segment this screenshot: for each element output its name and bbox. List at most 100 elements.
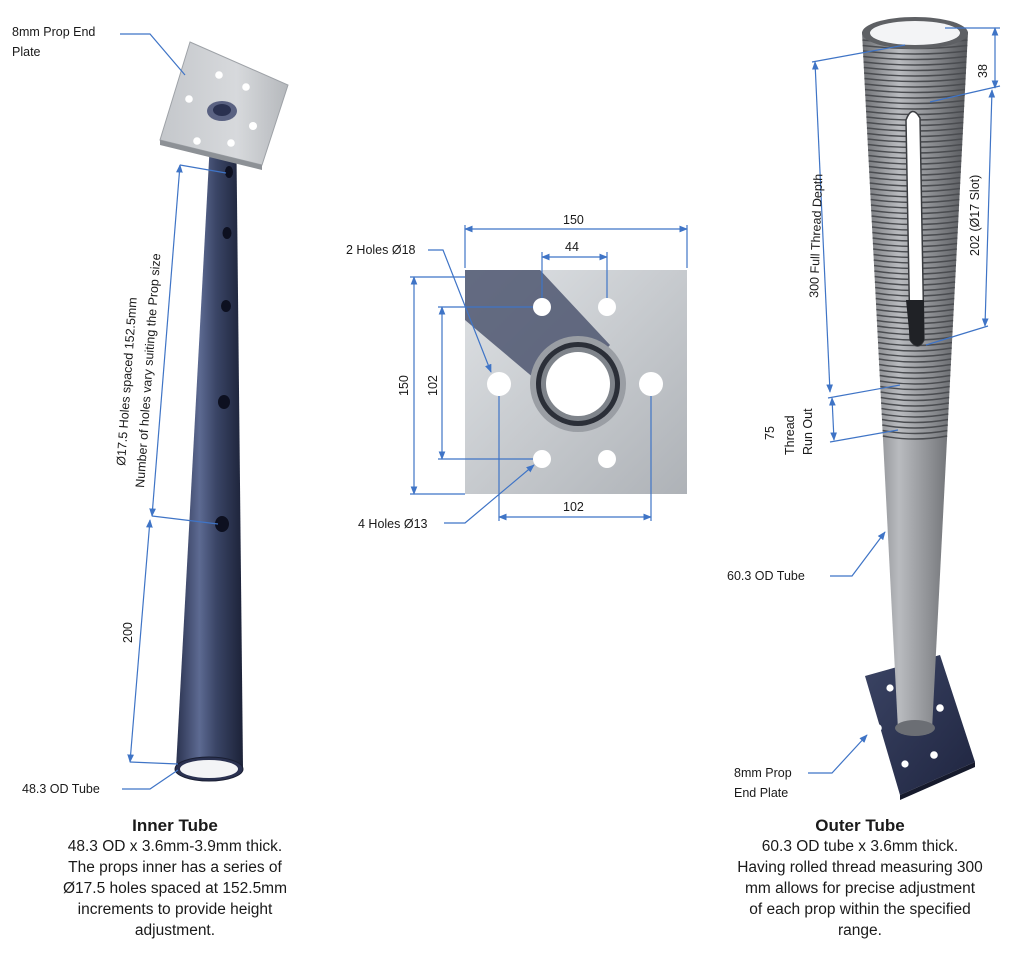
dim-200-extension (129, 761, 179, 765)
plate-hole (193, 137, 201, 145)
outer-slot-label: 202 (Ø17 Slot) (968, 175, 982, 256)
outer-run-out-label-1: Thread (783, 415, 797, 455)
plate-hole-13 (533, 298, 551, 316)
thread-band (879, 363, 951, 369)
outer-end-plate-label-2: End Plate (734, 786, 788, 800)
thread-band (881, 402, 949, 407)
outer-run-out-label-2: Run Out (801, 408, 815, 455)
plate-hole (215, 71, 223, 79)
plate-center-bore (546, 352, 610, 416)
inner-tube-title: Inner Tube (132, 816, 218, 835)
ext (829, 429, 899, 443)
holes-extension-line (151, 515, 219, 525)
outer-tube-top-opening (870, 21, 960, 45)
tube-label-leader (122, 769, 179, 790)
plate-tube-bore (213, 104, 231, 116)
plate-dim-102-horizontal: 102 (563, 500, 584, 514)
plate-holes-13-label: 4 Holes Ø13 (358, 517, 428, 531)
outer-tube-title: Outer Tube (815, 816, 905, 835)
dim-75 (829, 397, 837, 441)
thread-band (881, 413, 949, 418)
outer-caption-line: 60.3 OD tube x 3.6mm thick. (761, 838, 959, 855)
outer-tube-leader (830, 531, 886, 577)
inner-tube-label: 48.3 OD Tube (22, 782, 100, 796)
thread-band (864, 72, 966, 77)
inner-tube-hole (225, 166, 233, 178)
inner-dimensions (120, 33, 227, 790)
outer-plate-leader (808, 734, 868, 774)
plate-hole (227, 139, 235, 147)
inner-caption-line: 48.3 OD x 3.6mm-3.9mm thick. (67, 838, 283, 855)
base-plate-view (465, 270, 687, 494)
outer-tube-slot-shadow (906, 300, 924, 346)
inner-caption-line: Ø17.5 holes spaced at 152.5mm (62, 880, 288, 897)
plate-dim-102-vertical: 102 (426, 375, 440, 396)
inner-tube-body (176, 105, 243, 768)
outer-caption-line: Having rolled thread measuring 300 (737, 859, 983, 876)
plate-dim-150-top: 150 (563, 213, 584, 227)
plate-hole-13 (533, 450, 551, 468)
inner-tube-bottom-opening (180, 760, 238, 778)
thread-band (862, 50, 968, 55)
plate-hole-13 (598, 298, 616, 316)
inner-end-plate-label-1: 8mm Prop End (12, 25, 95, 39)
ext (929, 85, 1001, 103)
dim-202 (981, 89, 996, 327)
thread-band (881, 418, 949, 424)
dim-300 (811, 61, 834, 393)
plate-hole-18 (487, 372, 511, 396)
plate-hole (886, 684, 894, 692)
outer-dimensions (808, 27, 1001, 774)
holes-13-leader (444, 464, 535, 524)
inner-tube-assembly (159, 41, 289, 782)
plate-hole (901, 760, 909, 768)
plate-hole (874, 724, 882, 732)
inner-tube-hole (222, 227, 232, 239)
plate-hole (936, 704, 944, 712)
inner-tube-hole (218, 395, 230, 409)
outer-full-thread-label: 300 Full Thread Depth (807, 173, 825, 298)
plate-dimensions (410, 225, 688, 524)
plate-hole-13 (598, 450, 616, 468)
outer-end-plate-edge (900, 762, 975, 800)
inner-end-plate-edge (160, 140, 262, 170)
thread-band (864, 88, 966, 94)
inner-end-plate-label-2: Plate (12, 45, 41, 59)
outer-caption-line: of each prop within the specified (749, 901, 971, 918)
thread-band (882, 424, 948, 429)
dim-200-line (127, 519, 153, 763)
thread-band (878, 358, 952, 363)
end-plate-leader (120, 33, 186, 76)
outer-tube-caption: Outer Tube 60.3 OD tube x 3.6mm thick. H… (690, 815, 1030, 941)
plate-hole (249, 122, 257, 130)
thread-band (865, 105, 965, 110)
outer-end-plate-label-1: 8mm Prop (734, 766, 792, 780)
inner-tube-caption: Inner Tube 48.3 OD x 3.6mm-3.9mm thick. … (20, 815, 330, 941)
thread-band (865, 99, 965, 105)
thread-band (878, 352, 952, 358)
inner-caption-line: adjustment. (134, 922, 216, 939)
plate-hole (930, 751, 938, 759)
plate-hole (242, 83, 250, 91)
outer-dim-38: 38 (976, 64, 990, 78)
thread-band (879, 380, 951, 385)
ext (827, 384, 901, 399)
thread-band (863, 55, 967, 61)
holes-18-leader (428, 249, 492, 373)
thread-band (863, 66, 967, 72)
holes-dimension-line (149, 164, 183, 517)
plate-dim-44: 44 (565, 240, 579, 254)
thread-band (880, 396, 950, 402)
plate-holes-18-label: 2 Holes Ø18 (346, 243, 416, 257)
ext (811, 44, 906, 63)
inner-caption-line: increments to provide height (77, 901, 273, 918)
thread-band (864, 77, 966, 83)
thread-band (879, 374, 951, 380)
inner-tube-hole (215, 516, 229, 532)
thread-band (881, 407, 949, 413)
holes-extension-line (179, 164, 227, 174)
inner-holes-label-2: Number of holes vary suiting the Prop si… (133, 253, 163, 488)
thread-band (882, 435, 948, 440)
thread-band (878, 347, 952, 352)
